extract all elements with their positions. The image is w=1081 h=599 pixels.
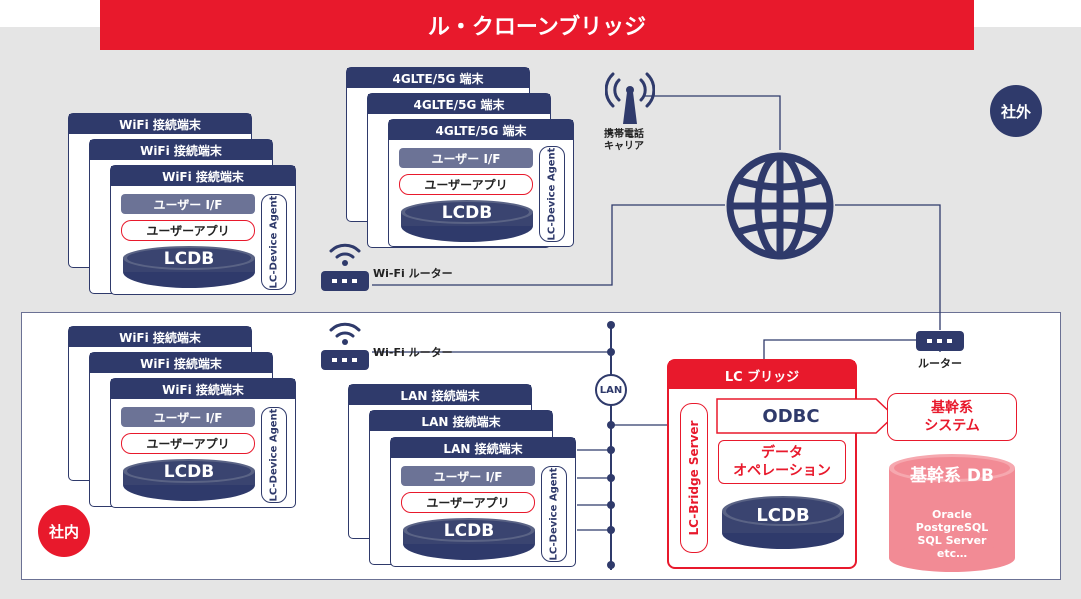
wifi-router-label: Wi-Fi ルーター <box>373 267 453 280</box>
bridge-lcdb-label: LCDB <box>756 504 810 526</box>
wifi-router-icon <box>321 243 369 291</box>
device-title: WiFi 接続端末 <box>111 379 295 399</box>
wifi-router-icon-inside <box>321 322 369 370</box>
antenna-icon <box>605 72 655 124</box>
user-app-pill: ユーザーアプリ <box>121 433 255 454</box>
router-label: ルーター <box>918 357 962 370</box>
lan-badge: LAN <box>595 374 627 406</box>
bridge-server: LC-Bridge Server <box>680 403 708 553</box>
core-db-list: Oracle PostgreSQL SQL Server etc… <box>915 508 989 560</box>
wifi-router-label-inside: Wi-Fi ルーター <box>373 346 453 359</box>
user-interface-pill: ユーザー I/F <box>401 466 535 486</box>
lcdb-cylinder <box>123 246 255 288</box>
lcdb-label: LCDB <box>443 521 495 541</box>
device-title: WiFi 接続端末 <box>111 166 295 186</box>
lcdb-cylinder <box>403 518 535 560</box>
wifi-device-card: WiFi 接続端末 ユーザー I/F ユーザーアプリ LCDB LC-Devic… <box>110 165 296 295</box>
odbc-arrow <box>716 398 896 434</box>
lcdb-cylinder <box>123 459 255 501</box>
device-title: LAN 接続端末 <box>391 438 575 458</box>
user-interface-pill: ユーザー I/F <box>121 407 255 427</box>
user-app-pill: ユーザーアプリ <box>401 492 535 513</box>
device-agent: LC-Device Agent <box>261 407 287 503</box>
device-agent: LC-Device Agent <box>539 146 565 242</box>
core-db-title: 基幹系 DB <box>910 465 994 486</box>
odbc-label: ODBC <box>762 405 820 427</box>
lcdb-label: LCDB <box>163 249 215 269</box>
core-system: 基幹系 システム <box>887 393 1017 441</box>
lan-device-card: LAN 接続端末 ユーザー I/F ユーザーアプリ LCDB LC-Device… <box>390 437 576 567</box>
lcdb-label: LCDB <box>163 462 215 482</box>
mobile-device-card: 4GLTE/5G 端末 ユーザー I/F ユーザーアプリ LCDB LC-Dev… <box>388 119 574 247</box>
user-interface-pill: ユーザー I/F <box>399 148 533 168</box>
page-title: ル・クローンブリッジ <box>100 0 974 50</box>
lcdb-label: LCDB <box>441 203 493 223</box>
router-icon <box>916 331 964 351</box>
user-app-pill: ユーザーアプリ <box>121 220 255 241</box>
device-agent: LC-Device Agent <box>261 194 287 290</box>
device-agent: LC-Device Agent <box>541 466 567 562</box>
globe-icon <box>726 152 834 260</box>
device-title: 4GLTE/5G 端末 <box>389 120 573 140</box>
wifi-device-card: WiFi 接続端末 ユーザー I/F ユーザーアプリ LCDB LC-Devic… <box>110 378 296 508</box>
outside-zone-badge: 社外 <box>990 85 1042 137</box>
data-operations: データ オペレーション <box>718 440 846 484</box>
lcdb-cylinder <box>401 200 533 242</box>
carrier-label: 携帯電話 キャリア <box>604 129 644 152</box>
inside-zone-badge: 社内 <box>38 505 90 557</box>
bridge-lcdb-cylinder <box>722 496 844 549</box>
lc-bridge-title: LC ブリッジ <box>669 361 855 389</box>
user-app-pill: ユーザーアプリ <box>399 174 533 195</box>
core-db-cylinder <box>889 454 1015 572</box>
user-interface-pill: ユーザー I/F <box>121 194 255 214</box>
